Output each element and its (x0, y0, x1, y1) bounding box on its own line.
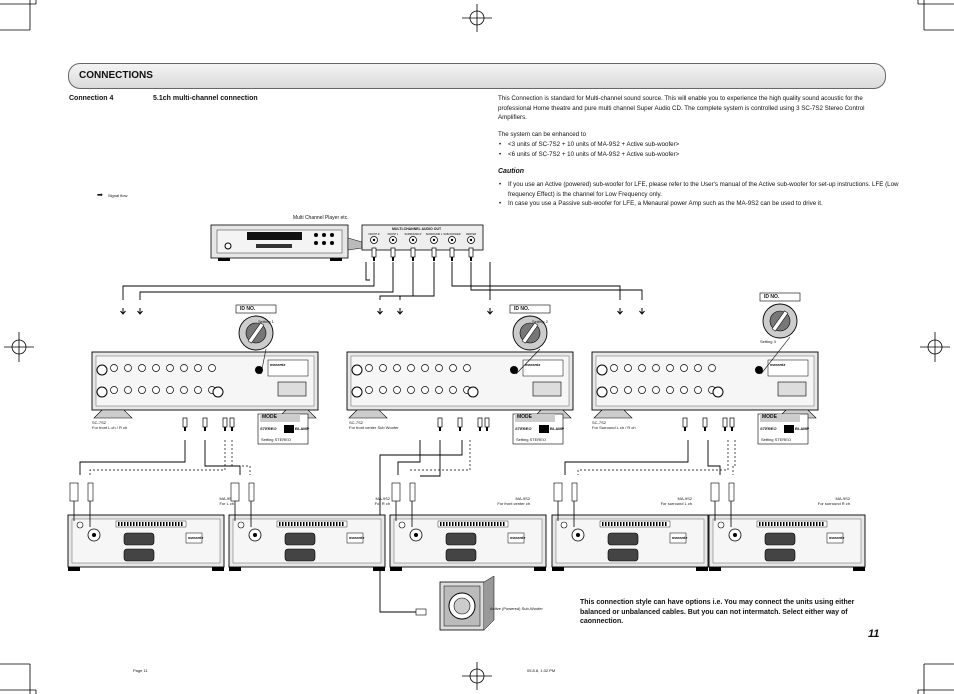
control-amp-role: For front center Sub Woofer (349, 425, 399, 430)
output-jack: CENTER (466, 233, 476, 262)
power-amp-model: MA-9S2 (515, 496, 530, 501)
list-item: <6 units of SC-7S2 + 10 units of MA-9S2 … (499, 150, 898, 160)
brand-logo: marantz (672, 535, 688, 540)
brand-logo: marantz (770, 362, 786, 367)
power-amp-role: For surround L ch (660, 501, 692, 506)
control-amp-model: SC-7S2 (92, 420, 107, 425)
caution-list: If you use an Active (powered) sub-woofe… (498, 180, 903, 209)
subwoofer-label: Active (Powered) Sub-Woofer (490, 606, 543, 611)
output-jack-label: CENTER (466, 233, 476, 236)
power-amp-model: MA-9S2 (219, 496, 234, 501)
list-item: <3 units of SC-7S2 + 10 units of MA-9S2 … (499, 140, 898, 150)
setting-label: Setting 2 (532, 319, 548, 324)
brand-logo: marantz (510, 535, 526, 540)
id-no-label: ID NO. (514, 306, 530, 312)
biamp-label: BI-AMP (795, 426, 810, 431)
output-jack-label: SUB-WOOFER (443, 233, 460, 236)
control-amp-role: For Surround L ch / R ch (592, 425, 636, 430)
output-jack: FRONT L (388, 233, 399, 262)
power-amp-role: For L ch (219, 501, 234, 506)
output-jack: SURROUND L (426, 233, 443, 262)
footer-datetime: 05.8.8, 1:32 PM (527, 668, 556, 673)
section-banner: CONNECTIONS (68, 63, 886, 89)
control-amp-model: SC-7S2 (349, 420, 364, 425)
setting-stereo-label: Setting STEREO (516, 437, 547, 442)
output-jack-label: SURROUND L (426, 233, 443, 236)
control-amp-role: For front L ch / R ch (92, 425, 128, 430)
setting-stereo-label: Setting STEREO (761, 437, 792, 442)
stereo-label: STEREO (515, 426, 532, 431)
power-amp-model: MA-9S2 (677, 496, 692, 501)
player-label: Multi Channel Player etc. (293, 215, 349, 221)
stereo-label: STEREO (760, 426, 777, 431)
mode-label: MODE (517, 414, 532, 420)
output-jack: SUB-WOOFER (443, 233, 461, 262)
signal-flow-label: Signal flow (108, 193, 128, 198)
power-amp-role: For R ch (374, 501, 390, 506)
subwoofer (415, 575, 495, 631)
signal-cables (79, 262, 721, 613)
page-number: 11 (868, 628, 880, 640)
power-amp-role: For front center ch (497, 501, 530, 506)
arrow-right-icon: ➡ (97, 192, 103, 199)
biamp-label: BI-AMP (295, 426, 310, 431)
signal-flow-legend: ➡ Signal flow (97, 192, 128, 199)
brand-logo: marantz (188, 535, 204, 540)
intro-paragraph: This Connection is standard for Multi-ch… (498, 95, 865, 122)
id-no-label: ID NO. (764, 294, 780, 300)
output-jack-label: FRONT R (368, 233, 379, 236)
id-no-label: ID NO. (240, 306, 256, 312)
output-jack: FRONT R (368, 233, 380, 262)
brand-logo: marantz (525, 362, 541, 367)
section-title: CONNECTIONS (79, 70, 153, 81)
output-jack-label: FRONT L (388, 233, 399, 236)
biamp-label: BI-AMP (550, 426, 565, 431)
enhance-options: <3 units of SC-7S2 + 10 units of MA-9S2 … (498, 140, 898, 159)
connection-title: 5.1ch multi-channel connection (153, 95, 258, 102)
footer-page: Page 11 (133, 668, 148, 673)
list-item: If you use an Active (powered) sub-woofe… (499, 180, 903, 199)
brand-logo: marantz (270, 362, 286, 367)
stereo-label: STEREO (260, 426, 277, 431)
control-amp-model: SC-7S2 (592, 420, 607, 425)
brand-logo: marantz (349, 535, 365, 540)
power-amp-model: MA-9S2 (835, 496, 850, 501)
setting-stereo-label: Setting STEREO (261, 437, 292, 442)
enhance-text: The system can be enhanced to (498, 131, 587, 138)
output-jack: SURROUND R (405, 233, 422, 262)
audio-out-label: MULTI-CHANNEL AUDIO OUT (392, 227, 442, 231)
multichannel-player (210, 224, 363, 261)
mode-label: MODE (262, 414, 277, 420)
list-item: In case you use a Passive sub-woofer for… (499, 199, 903, 209)
connection-note: This connection style can have options i… (580, 599, 855, 626)
connection-label: Connection 4 (69, 95, 114, 102)
mode-label: MODE (762, 414, 777, 420)
power-amp-model: MA-9S2 (375, 496, 390, 501)
output-jack-label: SURROUND R (405, 233, 422, 236)
setting-label: Setting 1 (258, 319, 274, 324)
setting-label: Setting 3 (760, 339, 776, 344)
caution-title: Caution (498, 168, 525, 175)
brand-logo: marantz (829, 535, 845, 540)
power-amp-role: For surround R ch (817, 501, 850, 506)
